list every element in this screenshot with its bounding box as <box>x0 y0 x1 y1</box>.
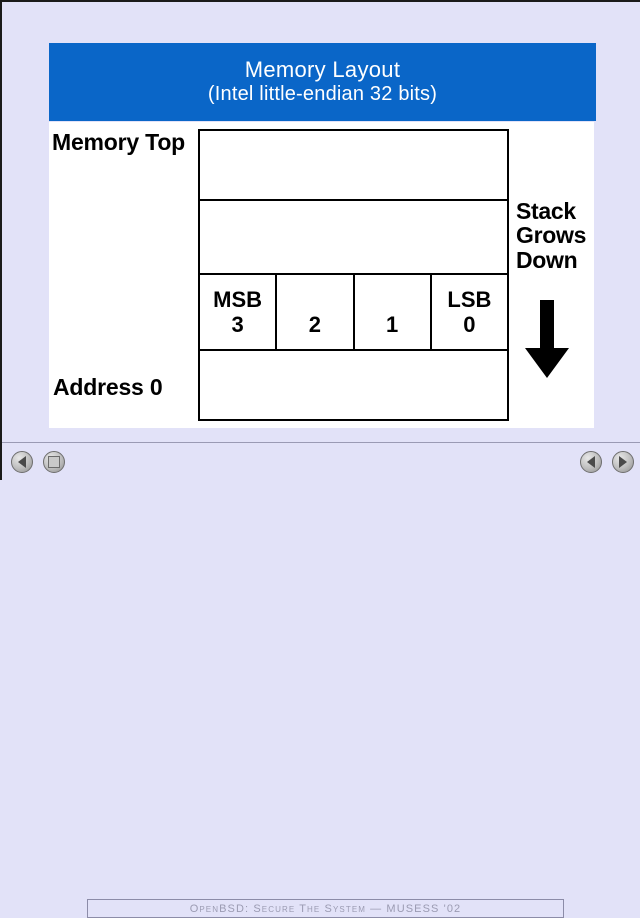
slide-canvas: Memory Layout (Intel little-endian 32 bi… <box>2 2 640 442</box>
triangle-left-icon <box>587 456 595 468</box>
byte-index-2: 2 <box>308 311 321 337</box>
byte-index-1: 1 <box>386 311 399 337</box>
byte-tag-lsb: LSB <box>447 286 492 312</box>
stop-button[interactable] <box>43 451 65 473</box>
square-icon <box>48 456 60 468</box>
memory-layout-table: MSB 3 2 1 LSB 0 <box>197 129 510 421</box>
first-slide-button[interactable] <box>11 451 33 473</box>
byte-tag-msb: MSB <box>213 286 263 312</box>
slide-title-banner: Memory Layout (Intel little-endian 32 bi… <box>49 43 596 121</box>
address-zero-label: Address 0 <box>53 374 163 400</box>
slide-content-panel: Memory Top Address 0 MSB 3 <box>49 122 594 428</box>
byte-cell-3: MSB 3 <box>197 273 278 351</box>
presentation-statusbar: OpenBSD: Secure The System — MUSESS '02 <box>2 442 640 918</box>
byte-cell-0: LSB 0 <box>429 273 510 351</box>
memory-top-label: Memory Top <box>52 129 186 155</box>
byte-cell-1: 1 <box>352 273 432 351</box>
stack-direction-note: Stack Grows Down <box>516 198 592 273</box>
table-row-bytes: MSB 3 2 1 LSB 0 <box>197 273 510 351</box>
table-row <box>198 349 509 421</box>
table-row <box>198 199 509 275</box>
stack-note-line-3: Down <box>516 246 578 273</box>
status-message-field: OpenBSD: Secure The System — MUSESS '02 <box>87 899 564 918</box>
memory-cell-middle <box>198 199 509 275</box>
next-slide-button[interactable] <box>612 451 634 473</box>
status-message-text: OpenBSD: Secure The System — MUSESS '02 <box>189 902 462 915</box>
triangle-right-icon <box>619 456 627 468</box>
byte-cell-2: 2 <box>275 273 355 351</box>
byte-tag-2 <box>277 287 352 312</box>
memory-cell-lower <box>198 349 509 421</box>
triangle-left-icon <box>18 456 26 468</box>
slide-title-line-2: (Intel little-endian 32 bits) <box>207 83 438 106</box>
byte-index-0: 0 <box>463 311 476 337</box>
byte-index-3: 3 <box>231 311 244 337</box>
slide-title-line-1: Memory Layout <box>244 57 401 83</box>
previous-slide-button[interactable] <box>580 451 602 473</box>
byte-tag-1 <box>355 287 430 312</box>
stack-note-line-2: Grows <box>516 222 587 249</box>
memory-cell-upper <box>198 129 509 201</box>
table-row <box>198 129 509 201</box>
stack-note-line-1: Stack <box>516 198 576 224</box>
arrow-down-icon <box>525 300 569 378</box>
